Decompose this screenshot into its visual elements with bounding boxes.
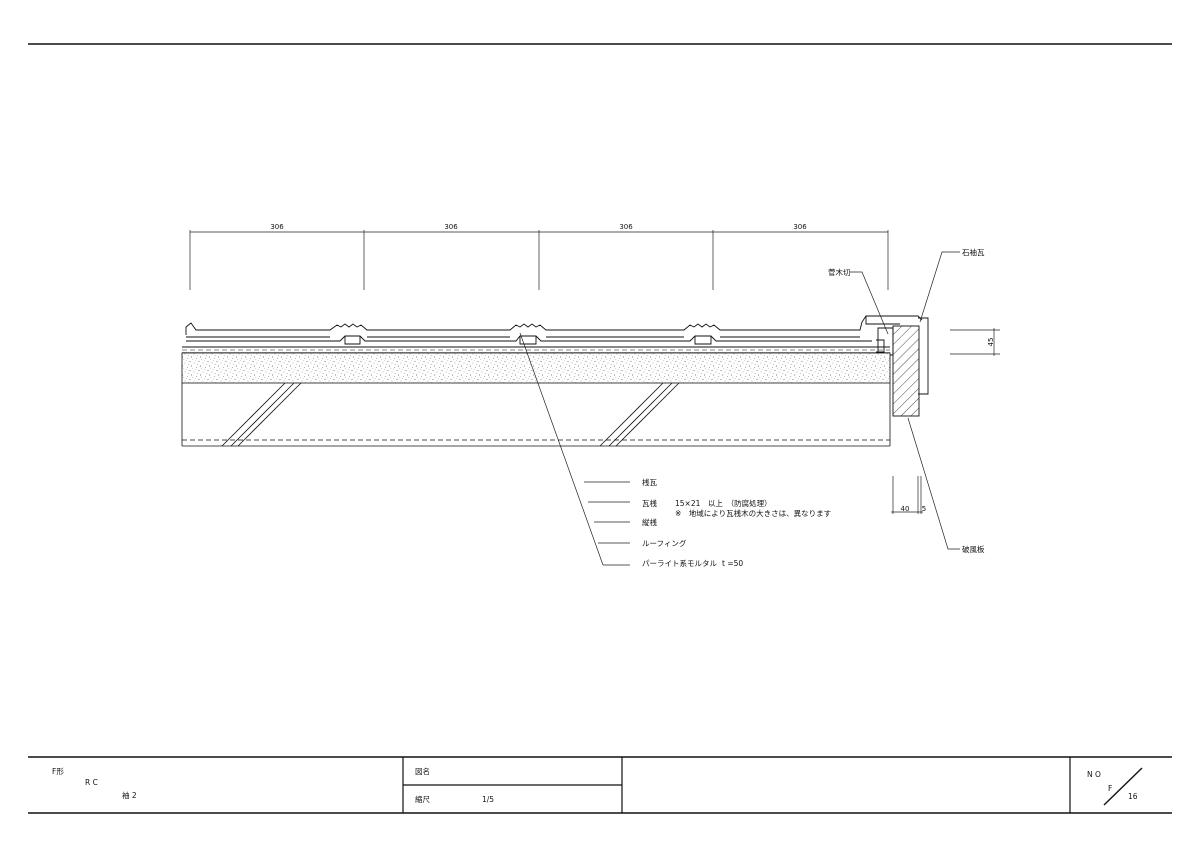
drawing-name-label: 図名 (415, 766, 430, 776)
legend-note-region: ※ 地域により瓦桟木の大きさは、異なります (675, 508, 831, 518)
sheet-number: 16 (1128, 792, 1138, 801)
number-label: N O (1087, 770, 1101, 779)
series-code: F (1108, 784, 1112, 793)
span-dim-1: 306 (270, 223, 284, 231)
callout-leaders (850, 251, 960, 550)
callout-hafu-ita: 破風板 (962, 544, 985, 554)
legend-label-tatesan: 縦桟 (642, 517, 657, 527)
scale-label: 縮尺 (415, 794, 430, 804)
span-dim-2: 306 (444, 223, 458, 231)
span-dim-3: 306 (619, 223, 633, 231)
span-dim-4: 306 (793, 223, 807, 231)
title-block-frame (28, 756, 1172, 814)
depth-dimension (891, 476, 923, 514)
legend-note-mortar: t =50 (722, 559, 743, 568)
height-dimension (950, 328, 1000, 356)
depth-dim-label: 40 (901, 505, 910, 513)
callout-kogiri: 菅木切 (828, 267, 851, 277)
shape-code: F形 (52, 767, 64, 776)
legend-label-mortar: パーライト系モルタル (642, 558, 717, 568)
roof-tile-profile (182, 315, 923, 354)
scale-value: 1/5 (482, 795, 494, 804)
verge-edge-details (865, 316, 929, 417)
callout-ishi-sodegawara: 石袖瓦 (962, 247, 985, 257)
gap-dim-label: 5 (922, 505, 926, 513)
legend-label-gawarasan: 瓦桟 (642, 498, 657, 508)
span-dimensions (189, 230, 889, 290)
lower-structure (181, 382, 891, 447)
height-dim-label: 45 (987, 338, 995, 347)
legend-leaders (519, 332, 630, 566)
legend-note-gawarasan: 15×21 以上 （防腐処理） (675, 498, 772, 508)
legend-label-sangawara: 桟瓦 (642, 477, 657, 487)
structure-type: R C (85, 778, 98, 787)
part-name: 袖 2 (122, 790, 137, 800)
legend-label-roofing: ルーフィング (642, 538, 687, 548)
